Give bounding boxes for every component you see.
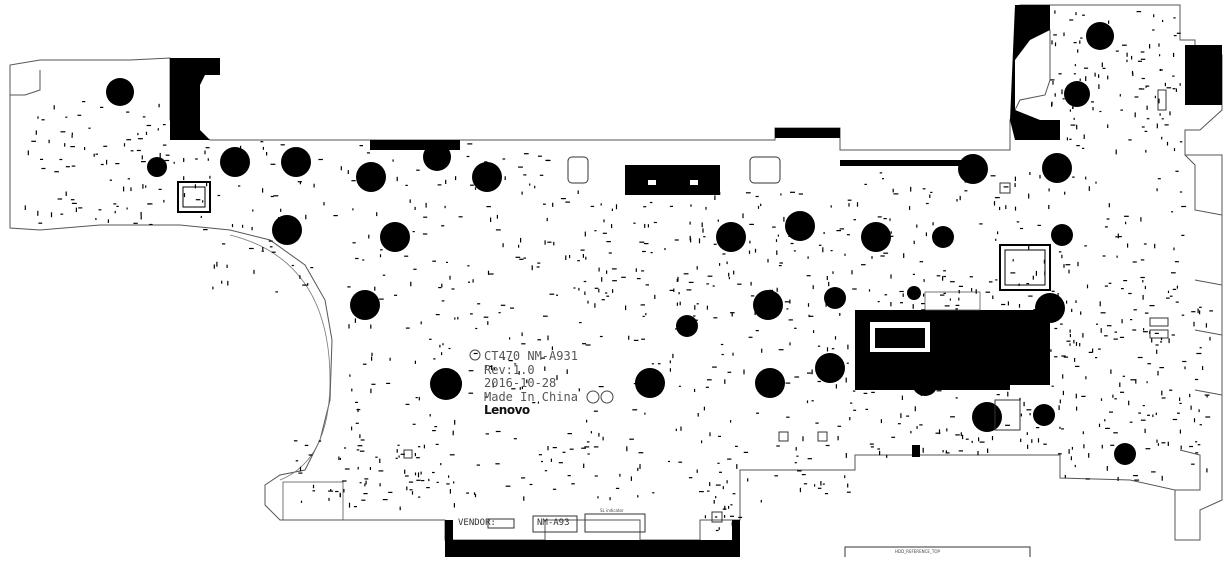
bottom-code-label: NM-A93 (537, 518, 570, 528)
hf-circle (600, 390, 614, 404)
origin-label: Made In China (484, 390, 578, 404)
center-top-block (625, 165, 720, 195)
mount-pad-1 (567, 156, 589, 184)
nm-box (532, 515, 578, 533)
rev-label: Rev:1.0 (484, 363, 535, 377)
top-right-corner-fill (1010, 5, 1060, 140)
right-lower-hole2 (945, 340, 1035, 370)
mount-pad-2 (749, 156, 781, 184)
chip-left-inner (182, 186, 206, 208)
right-lower-inner (875, 328, 925, 348)
sl-box (584, 513, 646, 533)
bottom-left-outline (282, 481, 344, 521)
rohs-circle (586, 390, 600, 404)
component-boxes (403, 89, 1169, 523)
left-notch (9, 70, 41, 96)
smd-components (24, 10, 1213, 532)
chip-right (999, 244, 1051, 291)
mounting-holes (106, 22, 1136, 465)
right-top-block (1185, 45, 1222, 105)
logo-circle-left (469, 349, 481, 361)
top-right-connector (775, 128, 840, 138)
chip-right-inner (1004, 249, 1046, 286)
bottom-connector (445, 540, 740, 557)
top-left-connector (170, 58, 220, 140)
bottom-connector-right (732, 520, 740, 540)
strip-right (840, 160, 980, 166)
right-edge-notches (1175, 154, 1223, 491)
small-ic-outline (924, 291, 981, 311)
date-label: 2016-10-28 (484, 376, 557, 390)
sl-indicator-label: SL indicator (600, 508, 624, 513)
code-text: NM-A931 (527, 349, 578, 363)
vendor-label: VENDOR: (458, 518, 496, 528)
bottom-connector-left (445, 520, 453, 540)
inner-arc (229, 234, 331, 481)
center-top-block-hole1 (648, 180, 656, 185)
board-model-label: CT470 NM-A931 (484, 350, 578, 363)
bottom-right-label: HDD_REFERENCE_TOP (895, 549, 940, 554)
center-top-block-hole2 (690, 180, 698, 185)
small-black-block (912, 445, 920, 457)
model-text: CT470 (484, 349, 521, 363)
top-center-connector (370, 140, 460, 150)
brand-logo: Lenovo (484, 403, 530, 417)
vendor-box (487, 518, 515, 529)
